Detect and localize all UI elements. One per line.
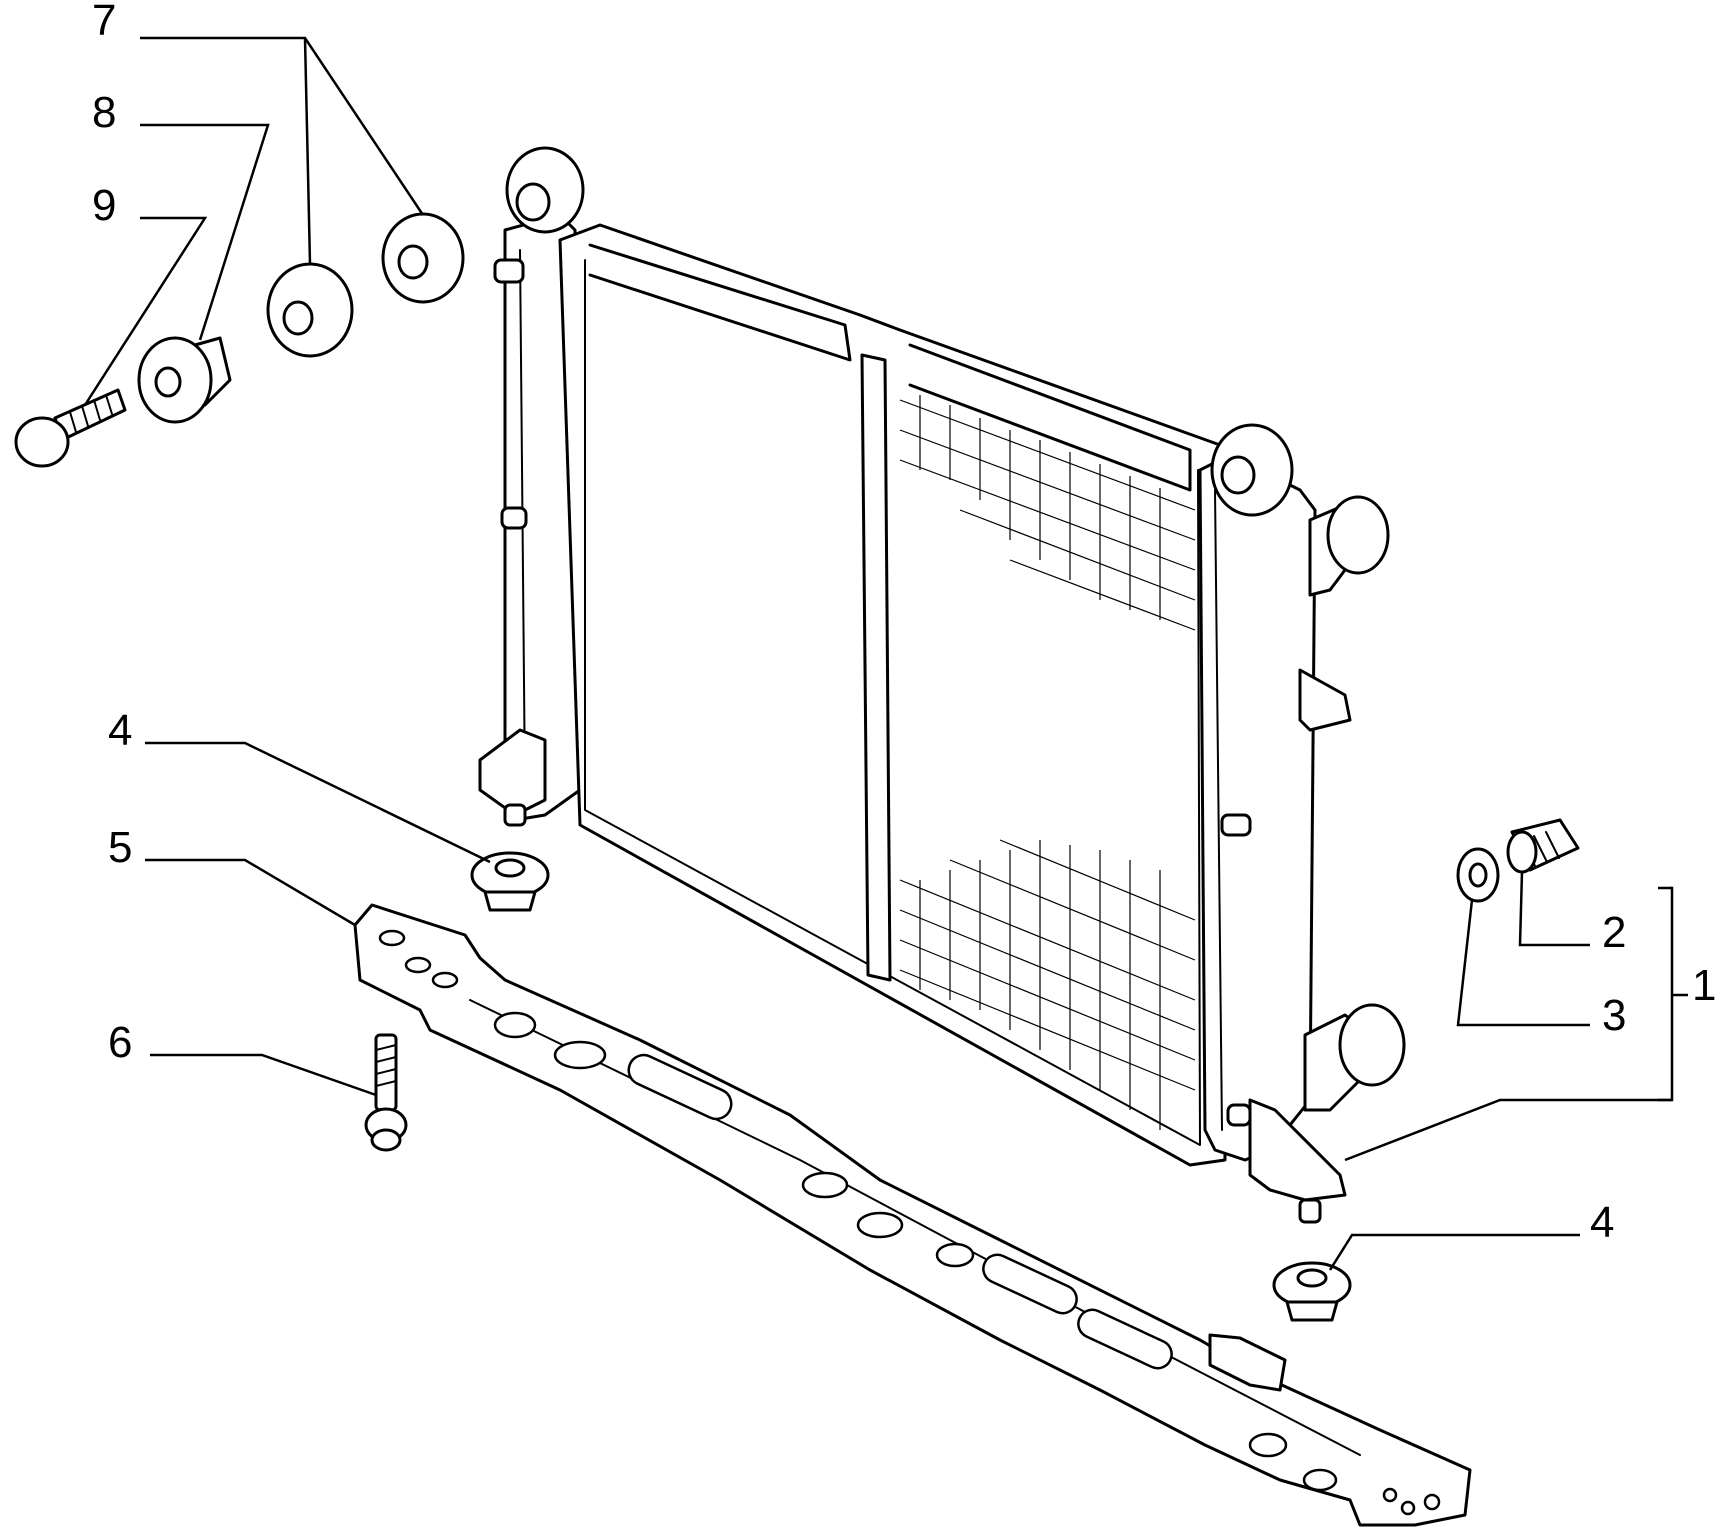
- callout-labels: 7 8 9 4 5 6 4 2 3 1: [92, 0, 1716, 1247]
- radiator-bottom-right-bracket: [1248, 1098, 1347, 1202]
- radiator-core: [558, 223, 1227, 1167]
- callout-5: 5: [108, 823, 132, 872]
- part-6-stud: [364, 1033, 408, 1152]
- cross-member: [353, 903, 1472, 1527]
- callout-3: 3: [1602, 991, 1626, 1040]
- part-7-grommet-upper: [381, 212, 465, 304]
- radiator-assembly: [478, 146, 1406, 1224]
- callout-4-left: 4: [108, 706, 132, 755]
- callout-4-right: 4: [1590, 1198, 1614, 1247]
- radiator-core-mesh: [899, 395, 1196, 1130]
- part-4-grommet-left: [470, 851, 550, 912]
- part-4-grommet-right: [1272, 1261, 1352, 1322]
- part-3-washer: [1456, 847, 1500, 903]
- part-2-drain-plug: [1506, 818, 1580, 874]
- part-9-bolt: [14, 388, 127, 468]
- cross-member-tab: [1208, 1333, 1287, 1392]
- leader-lines: [83, 36, 1688, 1271]
- callout-7: 7: [92, 0, 116, 45]
- callout-9: 9: [92, 181, 116, 230]
- callout-1: 1: [1692, 961, 1716, 1010]
- cross-member-hole: [378, 929, 406, 947]
- part-8-bushing: [137, 336, 232, 424]
- callout-6: 6: [108, 1018, 132, 1067]
- radiator-right-tank: [1198, 453, 1317, 1162]
- radiator-bottom-left-bracket: [478, 728, 547, 817]
- part-7-grommet-lower: [266, 262, 354, 358]
- radiator-center-rib: [860, 353, 892, 982]
- callout-8: 8: [92, 88, 116, 137]
- callout-2: 2: [1602, 908, 1626, 957]
